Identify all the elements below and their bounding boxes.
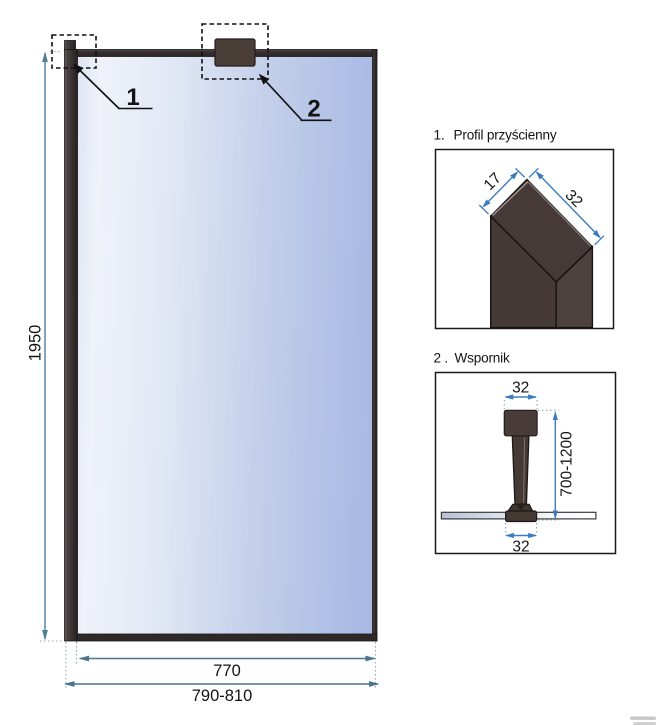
dim-height: 1950 (27, 50, 62, 642)
dim-17-arrow-a (482, 199, 491, 208)
dim-32-line (536, 171, 601, 238)
dim-bbot-arrow-right (528, 532, 538, 539)
glass-pane (77, 56, 373, 634)
dim-17-arrow-b (510, 171, 519, 180)
detail-profile-title: Profil przyścienny (454, 128, 557, 143)
watermark (630, 716, 656, 725)
dim-bracket-length: 700-1200 (538, 409, 576, 521)
callout-2-leader: 2 (258, 73, 332, 123)
bracket-stem (511, 435, 530, 506)
callout-1-label: 1 (126, 84, 139, 111)
dim-total-width-value: 790-810 (192, 687, 253, 705)
dim-17-ext-a (478, 204, 490, 215)
callout-1-leader-line (75, 65, 120, 110)
dim-total-width: 790-810 (64, 681, 380, 705)
detail-bracket-number: 2 . (434, 351, 449, 366)
callout-1-leader: 1 (72, 63, 153, 111)
dim-blen-arrow-bottom (552, 510, 558, 520)
dim-bracket-top: 32 (503, 380, 538, 410)
dim-glass-width-arrow-right (365, 655, 376, 662)
wall-profile (64, 49, 78, 642)
dim-32-ext-b (528, 167, 539, 178)
profile-top-face (489, 178, 594, 283)
callout-2-leader-line (261, 76, 303, 121)
wall-profile-top-stub (64, 40, 76, 51)
dim-height-value: 1950 (27, 325, 45, 362)
support-bracket (214, 38, 256, 67)
dim-bbot-value: 32 (512, 539, 529, 556)
dim-bracket-bottom: 32 (505, 523, 538, 556)
profile-top-edge-highlight-right (527, 181, 592, 247)
detail-profile: 1. Profil przyścienny 17 32 (434, 128, 615, 330)
dim-btop-arrow-left (504, 394, 514, 400)
callout-box-bracket (201, 23, 269, 80)
bracket-stem-tip (515, 503, 527, 511)
dim-height-arrow-bottom (42, 630, 48, 641)
dim-btop-value: 32 (512, 380, 529, 397)
dim-total-width-arrow-left (64, 681, 75, 687)
profile-3d-view (489, 178, 594, 329)
dim-17-line (483, 171, 518, 207)
bracket-3d-view (503, 409, 538, 523)
dim-blen-value: 700-1200 (559, 431, 576, 497)
dim-17-ext-b (515, 167, 526, 178)
bottom-frame-bar (75, 633, 378, 642)
dim-glass-width-value: 770 (213, 662, 241, 680)
dim-32-arrow-b (535, 171, 544, 180)
bracket-clamp-block (505, 510, 538, 523)
bracket-stem-highlight (523, 437, 526, 504)
dim-blen-arrow-top (552, 411, 558, 420)
dim-total-width-arrow-right (369, 681, 380, 687)
dim-32-arrow-c (592, 230, 601, 239)
dim-bbot-arrow-left (505, 532, 514, 539)
dim-32-ext-c (594, 235, 605, 246)
detail-bracket: 2 . Wspornik 32 (434, 351, 617, 556)
watermark-line-1 (630, 716, 656, 720)
callout-1-arrowhead (72, 63, 84, 74)
watermark-line-2 (633, 722, 656, 725)
right-frame-edge (372, 49, 378, 642)
callout-2-arrowhead (258, 73, 270, 85)
profile-top-edge-highlight-left (492, 180, 529, 216)
dim-glass-width-arrow-left (78, 655, 89, 662)
dim-btop-arrow-right (528, 394, 538, 400)
callout-2-label: 2 (307, 96, 320, 123)
callout-box-profile (51, 34, 97, 69)
detail-profile-number: 1. (434, 128, 445, 143)
bracket-wall-block (503, 409, 538, 437)
main-panel-drawing: 1 2 1950 770 (27, 23, 380, 705)
dim-glass-width: 770 (78, 655, 376, 680)
dim-height-arrow-top (42, 51, 48, 62)
detail-bracket-title: Wspornik (455, 351, 510, 366)
